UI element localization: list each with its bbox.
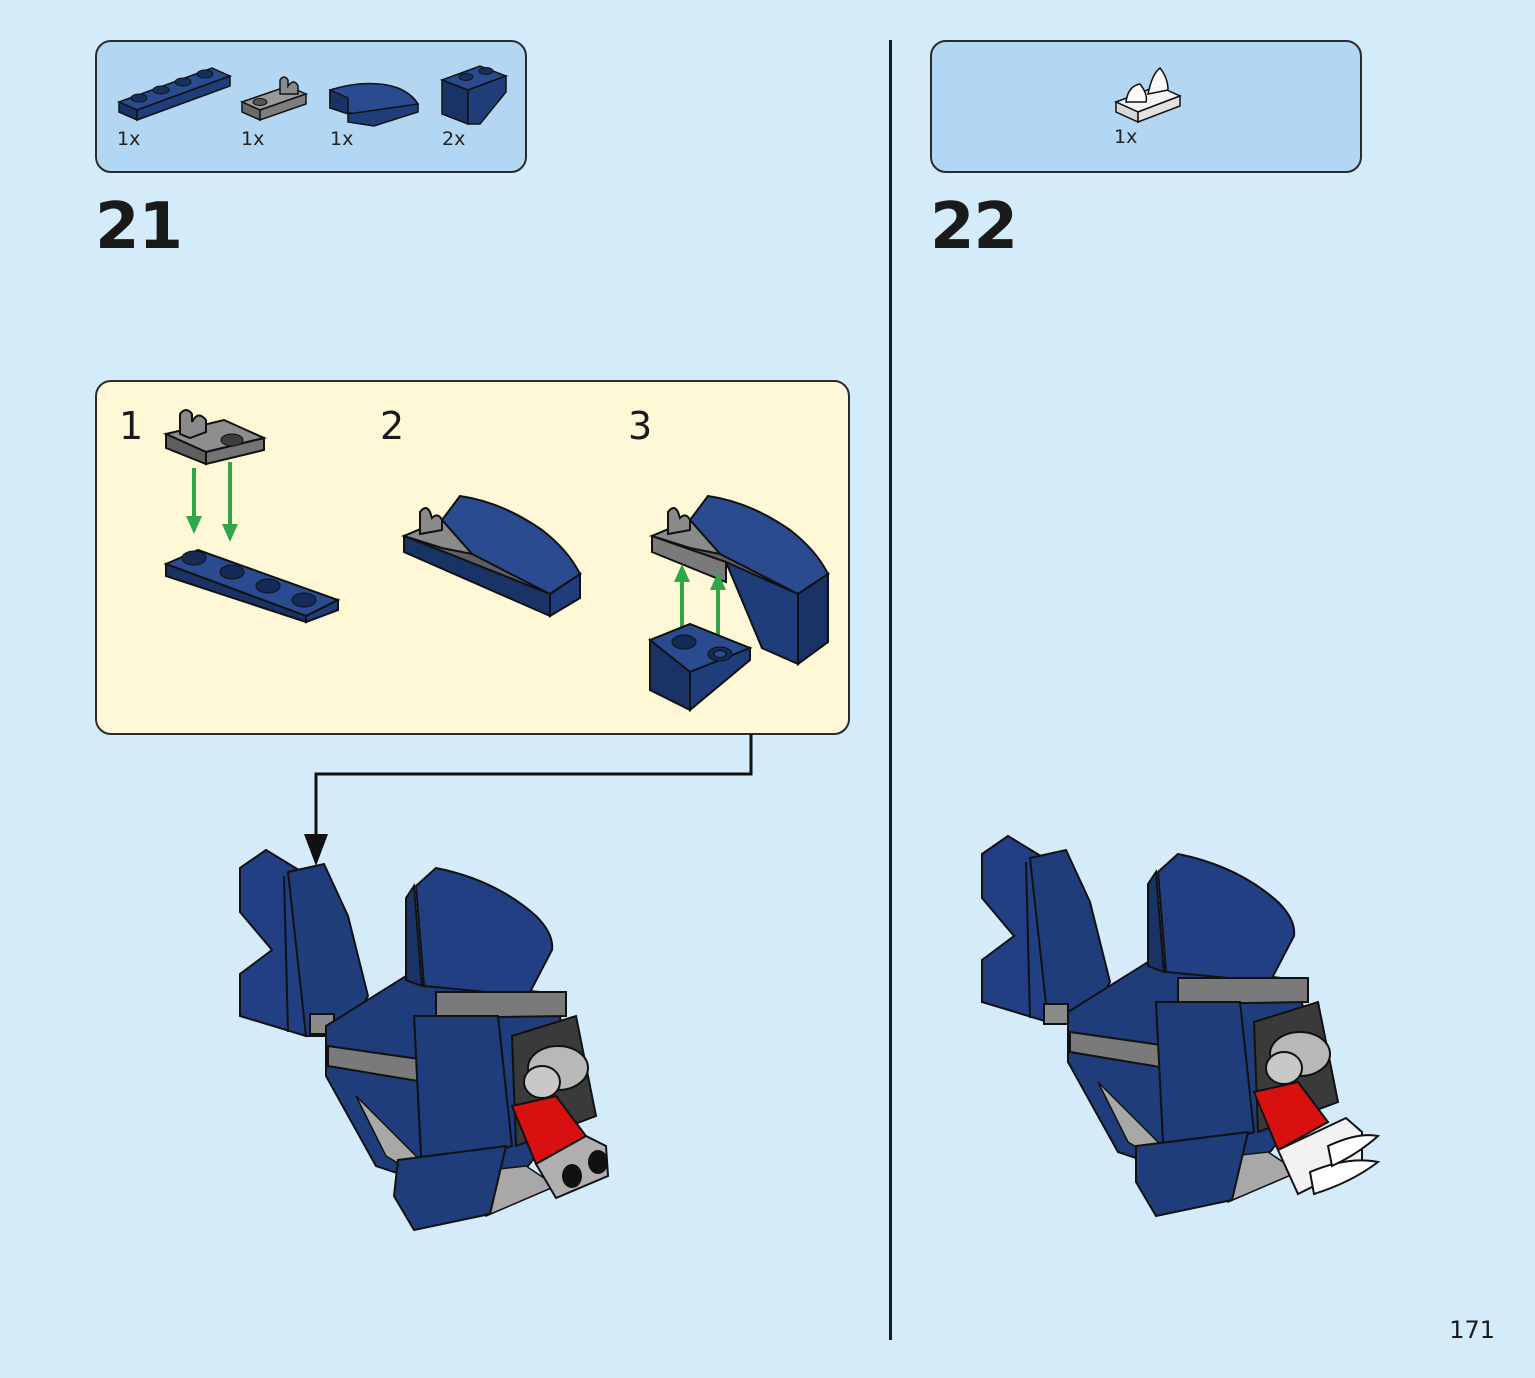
part-qty: 2x — [442, 128, 466, 150]
part-qty: 1x — [330, 128, 354, 150]
step-22-model-illustration — [981, 834, 1381, 1218]
step-divider — [889, 40, 892, 1340]
part-qty: 1x — [241, 128, 265, 150]
step-number-22: 22 — [930, 190, 1018, 264]
gray-clip-plate-icon — [239, 76, 309, 122]
substep-number-2: 2 — [380, 404, 405, 448]
substep-2-illustration — [401, 494, 583, 618]
step-number-21: 21 — [95, 190, 183, 264]
parts-callout-step-21: 1x 1x 1x 2x — [95, 40, 527, 173]
white-tooth-plate-icon — [1114, 66, 1182, 124]
part-qty: 1x — [1114, 126, 1138, 148]
dark-blue-slope-brick-icon — [439, 65, 509, 126]
assembly-connector-arrow — [304, 734, 753, 866]
substep-1-illustration — [162, 409, 341, 624]
substep-3-illustration — [648, 494, 831, 713]
substep-number-3: 3 — [628, 404, 653, 448]
dark-blue-plate-1x4-icon — [117, 67, 232, 122]
substep-number-1: 1 — [119, 404, 144, 448]
page-number: 171 — [1449, 1316, 1495, 1344]
subassembly-panel: 1 2 3 — [95, 380, 850, 735]
parts-callout-step-22: 1x — [930, 40, 1362, 173]
step-21-model-illustration — [239, 848, 610, 1232]
part-qty: 1x — [117, 128, 141, 150]
dark-blue-curved-slope-icon — [329, 82, 420, 127]
